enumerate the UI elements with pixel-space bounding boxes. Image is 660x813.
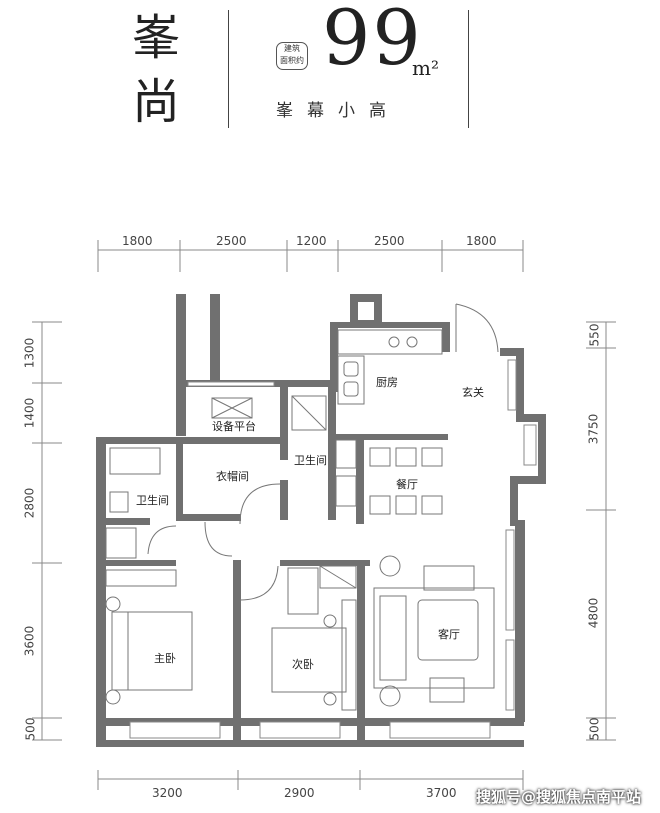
dim-top-3: 1200 <box>296 234 327 248</box>
room-foyer: 玄关 <box>462 386 484 399</box>
area-tag-line2: 面积约 <box>280 56 304 65</box>
room-kitchen: 厨房 <box>376 376 398 389</box>
header-divider-left <box>228 10 229 128</box>
room-master-bedroom: 主卧 <box>154 652 176 665</box>
area-value: 99 <box>322 0 423 82</box>
project-name-char-1: 峯 <box>131 10 180 66</box>
walls <box>96 294 546 747</box>
dim-top-1: 1800 <box>122 234 153 248</box>
area-tag-line1: 建筑 <box>284 44 300 53</box>
dim-left-3: 2800 <box>22 487 37 519</box>
dim-bottom-3: 3700 <box>426 786 457 800</box>
dim-bottom-2: 2900 <box>284 786 315 800</box>
dim-right-3: 4800 <box>586 597 601 629</box>
dim-top-2: 2500 <box>216 234 247 248</box>
project-name-char-2: 尚 <box>131 74 180 130</box>
room-living-room: 客厅 <box>438 628 460 641</box>
dimension-lines <box>32 240 616 790</box>
windows <box>129 359 537 739</box>
dim-bottom-1: 3200 <box>152 786 183 800</box>
room-bathroom-center: 卫生间 <box>294 454 327 467</box>
dim-left-2: 1400 <box>22 397 37 429</box>
area-unit: m² <box>412 56 439 80</box>
watermark: 搜狐号@搜狐焦点南平站 <box>476 788 642 806</box>
dim-left-1: 1300 <box>22 337 37 369</box>
dim-top-5: 1800 <box>466 234 497 248</box>
header-divider-right <box>468 10 469 128</box>
dim-left-5: 500 <box>23 717 38 741</box>
room-cloakroom: 衣帽间 <box>216 470 249 483</box>
subtitle: 峯幕小高 <box>276 101 400 121</box>
room-bathroom-left: 卫生间 <box>136 494 169 507</box>
dim-right-1: 550 <box>587 323 602 347</box>
dim-right-2: 3750 <box>586 413 601 445</box>
area-tag: 建筑 面积约 <box>276 42 308 70</box>
room-second-bedroom: 次卧 <box>292 658 314 671</box>
fixtures <box>105 303 499 711</box>
dim-left-4: 3600 <box>22 625 37 657</box>
dim-right-4: 500 <box>587 717 602 741</box>
room-dining: 餐厅 <box>396 478 418 491</box>
room-equipment-platform: 设备平台 <box>212 420 256 433</box>
dim-top-4: 2500 <box>374 234 405 248</box>
